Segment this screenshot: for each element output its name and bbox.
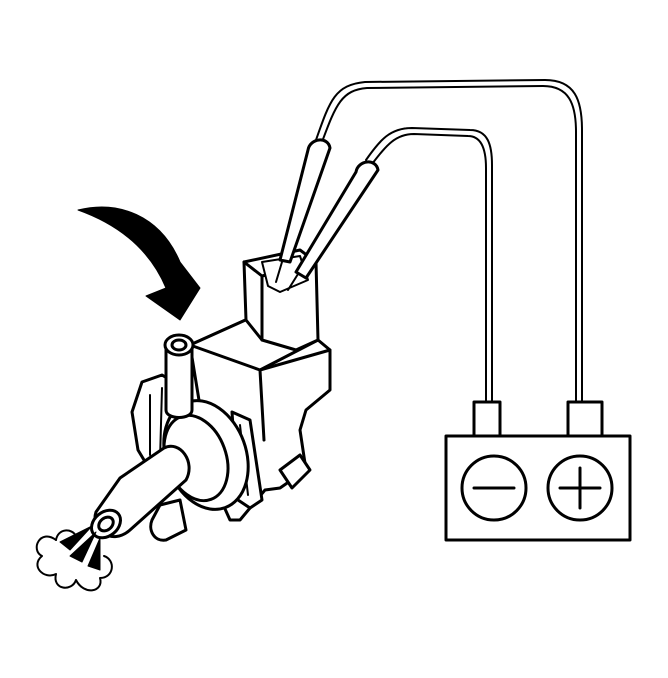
purge-solenoid-icon (90, 248, 332, 542)
test-lead-icon (275, 138, 380, 291)
jumper-wires (315, 79, 583, 406)
battery-positive-terminal-icon (546, 454, 614, 522)
battery-negative-terminal-icon (460, 454, 528, 522)
curved-arrow-icon (77, 206, 201, 321)
air-flow-icon (35, 525, 113, 592)
battery-icon (444, 400, 632, 542)
